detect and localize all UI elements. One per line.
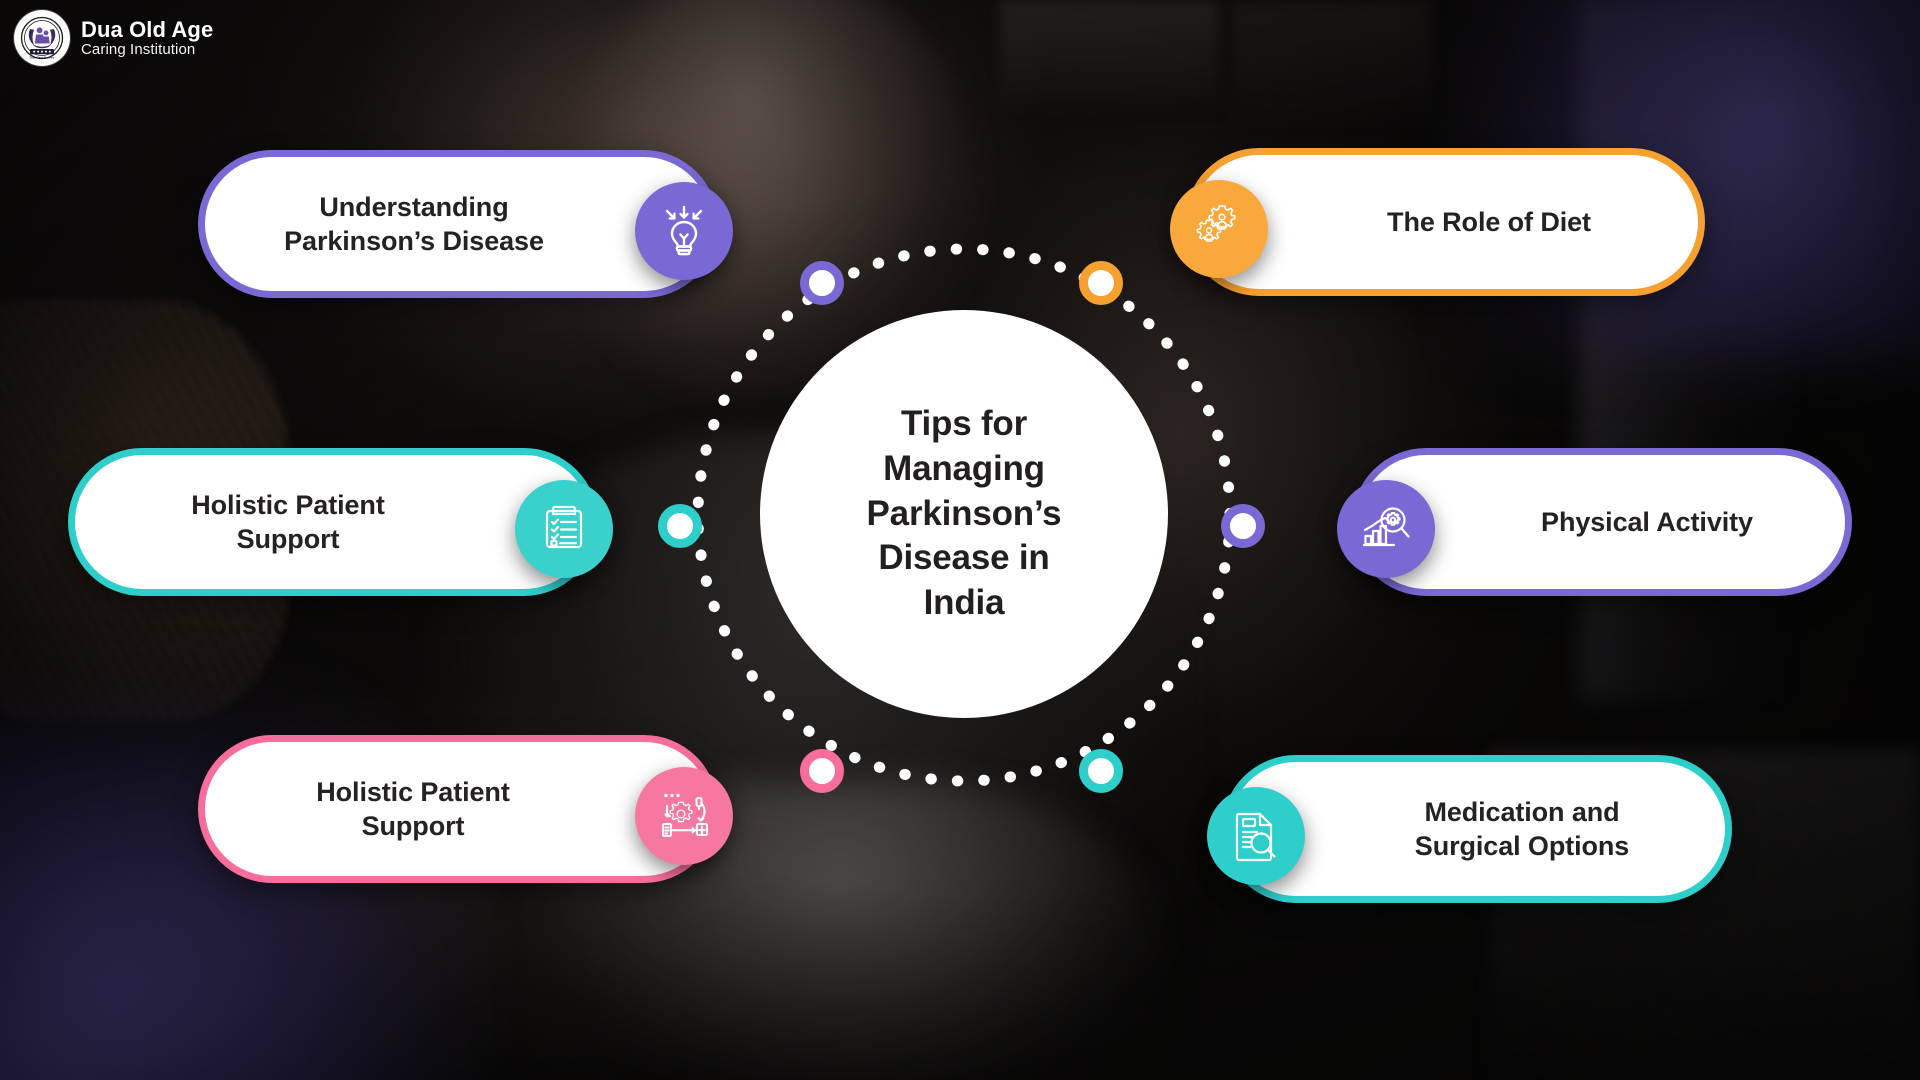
logo-badge-icon: Dua Care Homes [14, 10, 70, 66]
workflow-gear-icon [635, 767, 733, 865]
brand-logo: Dua Care Homes Dua Old Age Caring Instit… [14, 10, 213, 66]
lightbulb-insight-icon [635, 182, 733, 280]
gears-people-icon [1170, 180, 1268, 278]
orbit-node-middle-left[interactable] [658, 504, 702, 548]
card-holistic-patient-support-bottom[interactable]: Holistic Patient Support [198, 735, 733, 883]
clipboard-checklist-icon [515, 480, 613, 578]
card-label: Understanding Parkinson’s Disease [284, 191, 544, 256]
card-label: The Role of Diet [1387, 206, 1591, 237]
card-the-role-of-diet[interactable]: The Role of Diet [1170, 148, 1705, 296]
orbit-node-bottom-left[interactable] [800, 749, 844, 793]
orbit-node-top-right[interactable] [1079, 261, 1123, 305]
card-label: Holistic Patient Support [191, 489, 385, 554]
card-label: Medication and Surgical Options [1414, 796, 1630, 861]
orbit-node-middle-right[interactable] [1221, 504, 1265, 548]
center-hub: Tips for Managing Parkinson’s Disease in… [760, 310, 1168, 718]
card-understanding-parkinsons-disease[interactable]: Understanding Parkinson’s Disease [198, 150, 733, 298]
card-holistic-patient-support-top[interactable]: Holistic Patient Support [68, 448, 613, 596]
brand-text: Dua Old Age Caring Institution [81, 18, 213, 58]
brand-subtitle: Caring Institution [81, 40, 196, 58]
document-magnifier-icon [1207, 787, 1305, 885]
card-medication-and-surgical-options[interactable]: Medication and Surgical Options [1207, 755, 1732, 903]
orbit-node-bottom-right[interactable] [1079, 749, 1123, 793]
hub-title: Tips for Managing Parkinson’s Disease in… [866, 404, 1062, 623]
orbit-node-top-left[interactable] [800, 261, 844, 305]
card-label: Holistic Patient Support [316, 776, 510, 841]
svg-text:Dua Care Homes: Dua Care Homes [30, 55, 55, 59]
chart-magnifier-gear-icon [1337, 480, 1435, 578]
card-physical-activity[interactable]: Physical Activity [1337, 448, 1852, 596]
card-label: Physical Activity [1541, 506, 1753, 537]
brand-title: Dua Old Age [81, 17, 214, 43]
